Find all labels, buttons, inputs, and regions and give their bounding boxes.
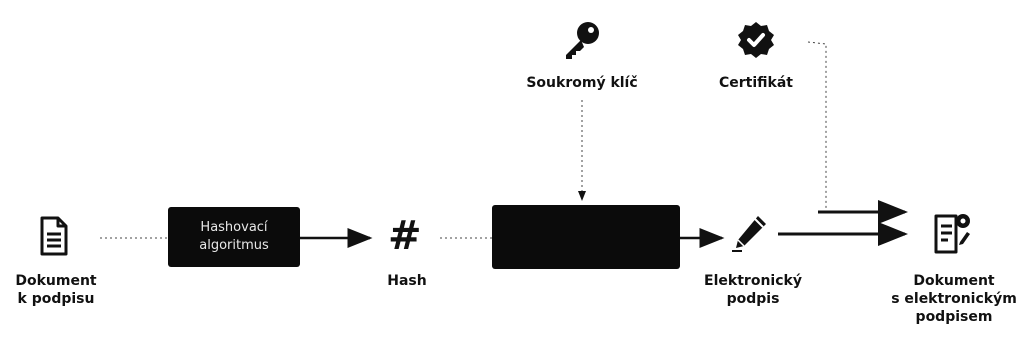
document-to-sign-label: Dokument k podpisu [15, 272, 96, 308]
badge-check-icon [738, 22, 774, 58]
hashing-algorithm-line1: Hashovací [200, 220, 268, 235]
electronic-signature-label: Elektronický podpis [704, 272, 802, 308]
electronic-signature-line1: Elektronický [704, 273, 802, 289]
document-to-sign-line2: k podpisu [17, 291, 95, 307]
hash-icon: # [388, 213, 422, 259]
document-icon [40, 216, 68, 256]
electronic-signature-line2: podpis [726, 291, 780, 307]
signed-document-line2: s elektronickým [891, 291, 1017, 307]
encryption-box [492, 205, 680, 269]
hash-label: Hash [387, 273, 427, 289]
connector-certificate-to-document [807, 41, 827, 208]
key-icon [566, 22, 599, 59]
hashing-algorithm-box: Hashovací algoritmus [168, 207, 300, 267]
certificate-label: Certifikát [719, 75, 793, 91]
private-key-label: Soukromý klíč [526, 75, 638, 91]
document-to-sign-line1: Dokument [15, 273, 97, 289]
signed-document-line1: Dokument [913, 273, 995, 289]
signed-document-label: Dokument s elektronickým podpisem [891, 272, 1017, 326]
pen-icon [732, 216, 766, 252]
hashing-algorithm-line2: algoritmus [199, 238, 269, 253]
signed-document-icon [934, 214, 970, 254]
signed-document-line3: podpisem [915, 309, 993, 325]
